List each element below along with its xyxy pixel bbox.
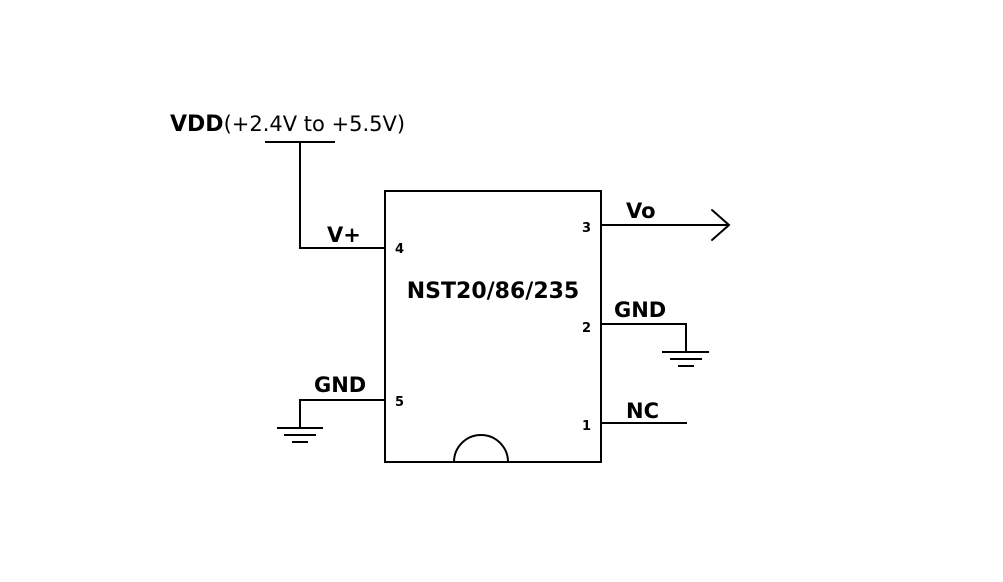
- pin3-number: 3: [582, 221, 591, 236]
- wire-vdd-to-pin4: [299, 141, 385, 249]
- chip-body: [384, 190, 602, 463]
- pin2-label: GND: [614, 298, 666, 322]
- ground-symbol-right: [662, 351, 709, 367]
- pin4-number: 4: [395, 242, 404, 257]
- pin1-label: NC: [626, 399, 659, 423]
- pin3-label: Vo: [626, 199, 656, 223]
- supply-range: (+2.4V to +5.5V): [224, 112, 406, 136]
- pin4-label: V+: [327, 223, 361, 247]
- pin5-label: GND: [314, 373, 366, 397]
- supply-name: VDD: [170, 112, 224, 137]
- supply-label: VDD(+2.4V to +5.5V): [170, 112, 405, 137]
- chip-part-number: NST20/86/235: [407, 279, 580, 304]
- output-arrow-icon: [711, 209, 731, 241]
- wire-pin2-to-ground: [601, 323, 687, 353]
- chip-sensor-window: [452, 434, 510, 464]
- pin2-number: 2: [582, 321, 591, 336]
- ground-symbol-left: [277, 427, 323, 443]
- pin5-number: 5: [395, 395, 404, 410]
- pin1-number: 1: [582, 419, 591, 434]
- wire-pin5-to-ground: [299, 399, 385, 429]
